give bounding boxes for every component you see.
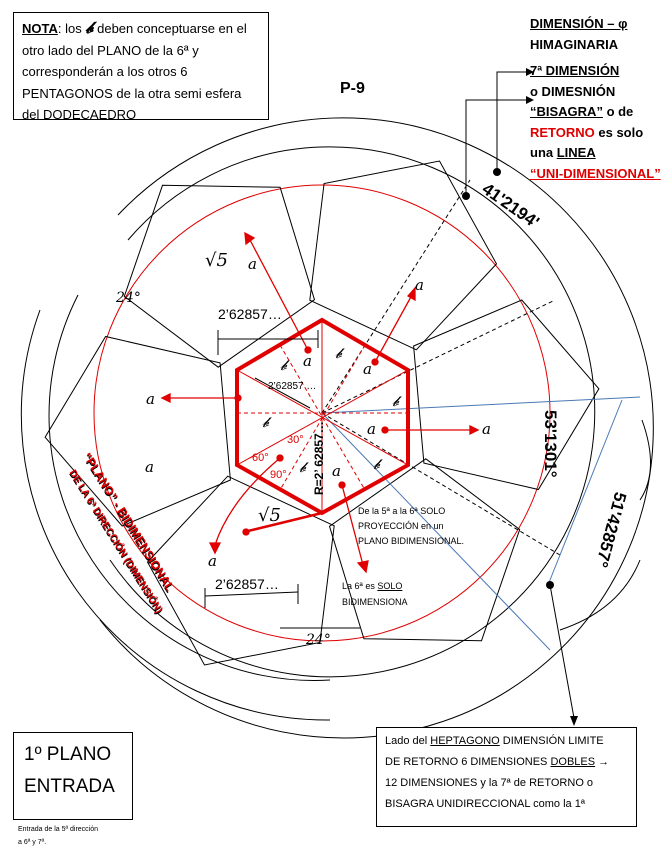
note-text: Lado del (385, 735, 431, 747)
sqrt5-bottom: √5 (258, 505, 281, 526)
pentagon (309, 160, 498, 351)
symbol-b: 𝓫 (299, 460, 307, 476)
himaginaria: HIMAGINARIA (530, 36, 619, 52)
note-text: es solo (594, 124, 644, 140)
note-text: DE RETORNO 6 DIMENSIONES (385, 756, 551, 768)
page-label: P-9 (340, 80, 365, 97)
pentagon (328, 458, 521, 642)
note-text: PENTAGONOS de la otra semi esfera (22, 85, 242, 101)
note-text: De la 5ª a la 6ª SOLO (358, 506, 446, 516)
note-text: → (595, 756, 610, 768)
inner-side: 2’62857 … (268, 381, 317, 392)
pentagon (146, 475, 335, 666)
side-bottom: 2’62857… (215, 576, 279, 592)
symbol-b: 𝓫 (335, 346, 343, 362)
note-text: o de (602, 104, 634, 119)
angle-top: 24° (116, 290, 141, 306)
pentagons (44, 160, 600, 666)
side-top: 2’62857… (218, 306, 282, 322)
symbol-a: a (208, 552, 217, 570)
note-text: DOBLES (550, 756, 596, 768)
circles (20, 117, 654, 739)
symbol-a: a (146, 390, 155, 408)
uni-dimensional: “UNI-DIMENSIONAL” (530, 165, 661, 181)
symbol-b: 𝓫 (262, 415, 270, 431)
red-circle (93, 184, 551, 642)
bisagra: “BISAGRA” (530, 104, 603, 119)
solo-note: La 6ª es SOLO BIDIMENSIONA (342, 578, 408, 610)
guide-lines (321, 68, 651, 726)
seventh-dimension: 7ª DIMENSIÓN (530, 63, 620, 78)
symbol-b: 𝓫 (373, 457, 381, 473)
symbol-a: a (482, 420, 491, 438)
note-text: 12 DIMENSIONES y la 7ª de RETORNO o (385, 777, 594, 789)
note-label: NOTA (22, 21, 58, 36)
angle-bottom: 24° (306, 632, 331, 648)
note-text: una (530, 145, 557, 160)
note-text: PLANO BIDIMENSIONAL. (358, 536, 465, 546)
symbol-a: a (367, 420, 376, 438)
note-text: PROYECCIÓN en un (358, 521, 444, 531)
note-text: o DIMESNIÓN (530, 83, 616, 99)
note-text: DIMENSIÓN LIMITE (499, 735, 604, 747)
symbol-a: a (363, 360, 372, 378)
symbol-b: 𝓫 (280, 358, 288, 374)
pentagon (123, 184, 316, 368)
angle-90: 90° (270, 469, 287, 481)
left-arc-2 (20, 309, 331, 721)
linea: LINEA (556, 145, 596, 160)
caption-text: a 6ª y 7ª. (18, 839, 47, 846)
outer-arc (99, 117, 654, 739)
symbol-a: a (415, 276, 424, 294)
note-box: NOTA: los 𝓫 deben conceptuarse en el otr… (13, 12, 269, 122)
b-symbol: 𝓫 (85, 18, 94, 37)
arrows (160, 231, 480, 574)
pentagon (413, 299, 600, 491)
note-text: SOLO (377, 581, 403, 591)
pentagon (44, 335, 231, 527)
measure-53: 53'1301° (541, 410, 560, 478)
plano-subtitle: ENTRADA (24, 776, 115, 797)
angle-60: 60° (252, 452, 269, 464)
left-arc-1 (48, 294, 331, 681)
note-text: : los (57, 21, 86, 36)
note-text: BISAGRA UNIDIRECCIONAL como la 1ª (385, 798, 585, 810)
heptagon-box: Lado del HEPTAGONO DIMENSIÓN LIMITE DE R… (376, 727, 637, 827)
dimension-phi: DIMENSIÓN – φ (530, 16, 628, 31)
note-text: BIDIMENSIONA (342, 597, 408, 607)
radius-label: R=2’ 62857… (312, 421, 326, 495)
note-text: La 6ª es (342, 581, 378, 591)
sqrt5-top: √5 (205, 250, 228, 271)
note-text: deben conceptuarse en el (93, 21, 247, 36)
note-text: otro lado del PLANO de la 6ª y (22, 42, 199, 58)
measure-brackets (204, 330, 360, 629)
symbol-a: a (248, 255, 257, 273)
symbol-b: 𝓫 (392, 394, 400, 410)
projection-note: De la 5ª a la 6ª SOLO PROYECCIÓN en un P… (358, 504, 464, 549)
note-text: HEPTAGONO (430, 735, 500, 747)
plano-caption: Entrada de la 5ª dirección a 6ª y 7ª. (18, 823, 98, 849)
note-text: corresponderán a los otros 6 (22, 64, 188, 79)
symbol-a: a (303, 352, 312, 370)
right-notes: DIMENSIÓN – φ HIMAGINARIA 7ª DIMENSIÓN o… (530, 14, 661, 184)
note-text: del DODECAEDRO (22, 107, 137, 122)
retorno: RETORNO (530, 124, 595, 140)
inner-arc (109, 146, 596, 678)
plano-title: 1º PLANO (24, 744, 112, 765)
caption-text: Entrada de la 5ª dirección (18, 826, 99, 833)
plano-box: 1º PLANO ENTRADA (13, 732, 133, 820)
angle-30: 30° (287, 434, 304, 446)
symbol-a: a (145, 458, 154, 476)
symbol-a: a (332, 462, 341, 480)
